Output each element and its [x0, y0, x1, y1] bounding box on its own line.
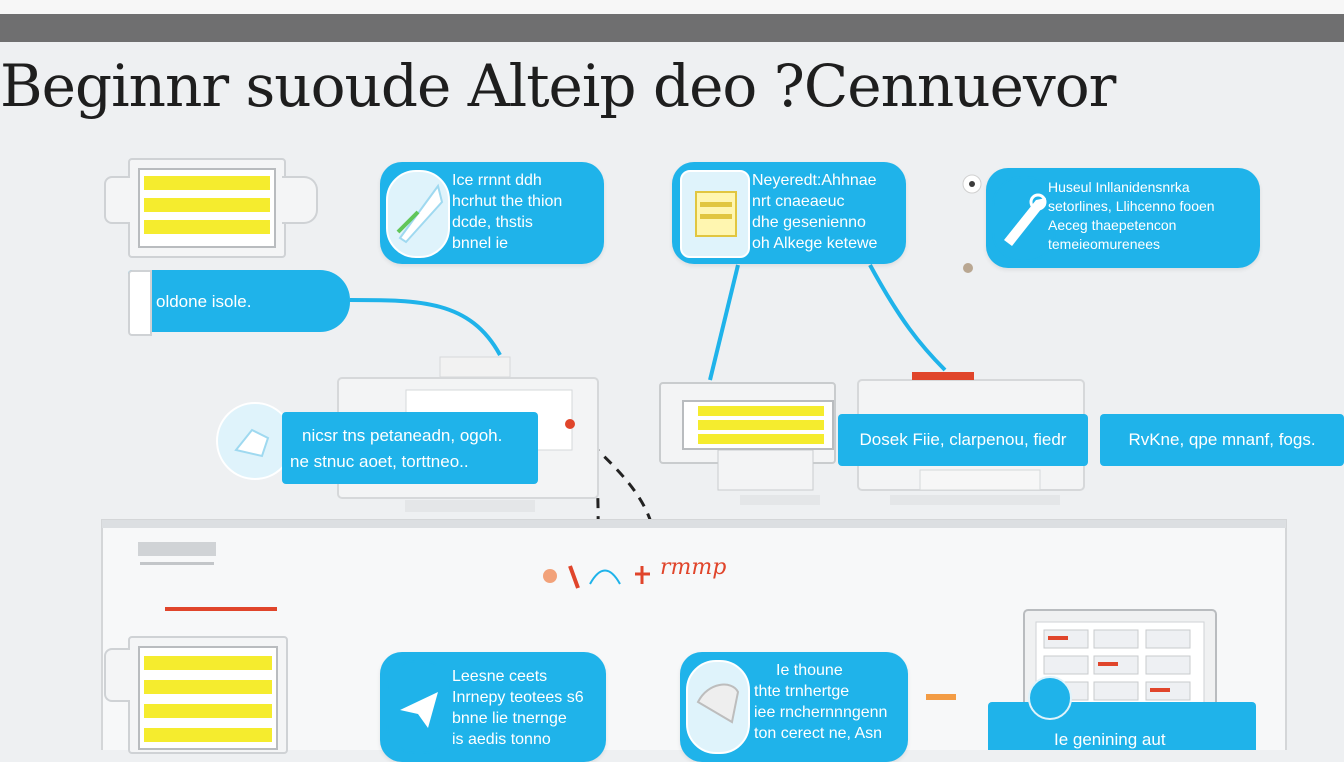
bubble-line: oh Alkege ketewe	[752, 235, 878, 252]
center-glyph: rmmp	[660, 555, 727, 580]
diagram-title: Beginnr suoude Alteip deo ?Cennuevor	[0, 52, 1116, 120]
bubble-line: ton cerect ne, Asn	[754, 725, 883, 742]
dosek-label: Dosek Fiie, clarpenou, fiedr	[838, 414, 1088, 466]
bubble-line: dhe gesenienno	[752, 214, 866, 231]
bubble-line: Neyeredt:Ahhnae	[752, 172, 877, 189]
highlight-row	[144, 198, 270, 212]
bubble-line: thte trnhertge	[754, 683, 850, 700]
bubble-line: Inrnepy teotees s6	[452, 689, 584, 706]
step-bubble-2-text: Neyeredt:Ahhnae nrt cnaeaeuc dhe gesenie…	[752, 170, 877, 254]
step-bubble-4: Leesne ceets Inrnepy teotees s6 bnne lie…	[380, 652, 606, 762]
highlight-row	[698, 420, 824, 430]
monitor-bracket-left	[104, 176, 130, 224]
highlight-row	[144, 728, 272, 742]
envelope-icon	[686, 660, 750, 754]
dialog-line: nicsr tns petaneadn, ogoh.	[302, 426, 503, 445]
bubble-line: Aeceg thaepetencon	[1048, 217, 1177, 233]
globe-icon	[216, 402, 294, 480]
monitor-bracket-left	[104, 648, 130, 702]
oldone-label-left-tab	[128, 270, 152, 336]
oldone-label-text: oldone isole.	[156, 292, 252, 311]
highlight-row	[698, 406, 824, 416]
bubble-line: iee rnchernnngenn	[754, 704, 888, 721]
dialog-line: ne stnuc aoet, torttneo..	[290, 452, 469, 471]
dialog-label: nicsr tns petaneadn, ogoh. ne stnuc aoet…	[282, 412, 538, 484]
step-bubble-3-text: Huseul Inllanidensnrka setorlines, Llihc…	[1048, 178, 1215, 254]
bubble-line: Ice rrnnt ddh	[452, 172, 542, 189]
step-bubble-4-text: Leesne ceets Inrnepy teotees s6 bnne lie…	[452, 666, 584, 750]
wrench-icon	[992, 176, 1056, 262]
step-bubble-1-text: Ice rrnnt ddh hcrhut the thion dcde, ths…	[452, 170, 562, 254]
monitor-screen	[138, 646, 278, 750]
highlight-row	[144, 176, 270, 190]
bubble-line: setorlines, Llihcenno fooen	[1048, 198, 1215, 214]
highlight-row	[144, 680, 272, 694]
feather-icon	[386, 170, 450, 258]
bubble-line: Ie thoune	[776, 662, 843, 679]
monitor-screen-center	[682, 400, 834, 450]
step-bubble-1: Ice rrnnt ddh hcrhut the thion dcde, ths…	[380, 162, 604, 264]
bubble-line: nrt cnaeaeuc	[752, 193, 845, 210]
rvk-label: RvKne, qpe mnanf, fogs.	[1100, 414, 1344, 466]
bubble-line: bnnel ie	[452, 235, 509, 252]
globe-icon	[1028, 676, 1072, 720]
bubble-line: Huseul Inllanidensnrka	[1048, 179, 1190, 195]
step-bubble-5-text: Ie thoune thte trnhertge iee rnchernnnge…	[754, 660, 887, 744]
monitor-bracket-right	[282, 176, 318, 224]
highlight-row	[144, 704, 272, 718]
highlight-row	[144, 656, 272, 670]
bubble-line: dcde, thstis	[452, 214, 533, 231]
bubble-line: is aedis tonno	[452, 731, 551, 748]
highlight-row	[698, 434, 824, 444]
highlight-row	[144, 220, 270, 234]
bubble-line: Leesne ceets	[452, 668, 548, 685]
bubble-line: hcrhut the thion	[452, 193, 563, 210]
bottom-right-label-text: Ie genining aut	[1054, 730, 1166, 749]
folder-icon	[680, 170, 750, 258]
bottom-right-label: Ie genining aut	[988, 676, 1256, 750]
bubble-line: bnne lie tnernge	[452, 710, 567, 727]
center-icons	[543, 565, 650, 589]
window-top-bar	[0, 14, 1344, 42]
paper-plane-icon	[386, 660, 452, 754]
step-bubble-2: Neyeredt:Ahhnae nrt cnaeaeuc dhe gesenie…	[672, 162, 906, 264]
oldone-label: oldone isole.	[128, 270, 350, 336]
bubble-line: temeieomurenees	[1048, 236, 1161, 252]
monitor-screen	[138, 168, 276, 248]
monitor-bottom-left	[128, 636, 288, 754]
monitor-top-left	[128, 158, 286, 258]
step-bubble-5: Ie thoune thte trnhertge iee rnchernnnge…	[680, 652, 908, 762]
step-bubble-3: Huseul Inllanidensnrka setorlines, Llihc…	[986, 168, 1260, 268]
